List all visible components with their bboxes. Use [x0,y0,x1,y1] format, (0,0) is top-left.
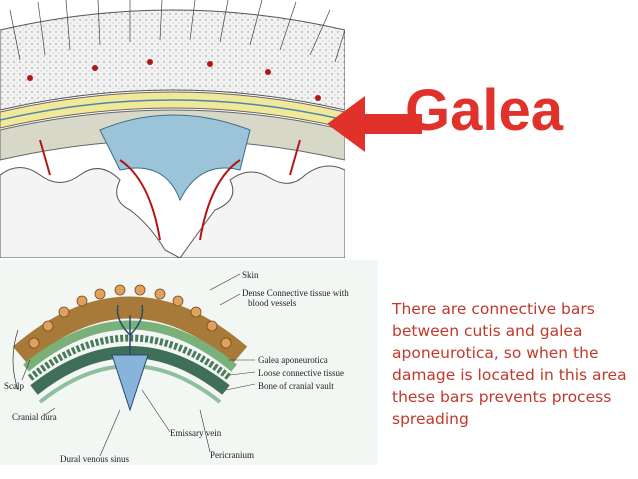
pointer-arrow-icon [327,96,422,152]
galea-aponeurotica-label: Galea aponeurotica [258,355,328,365]
blood-vessels-label: blood vessels [248,298,297,308]
scalp-layers-illustration [0,260,378,465]
scalp-layers-diagram: Skin Dense Connective tissue with blood … [0,260,378,465]
cranial-dura-label: Cranial dura [12,412,57,422]
scalp-label: Scalp [4,381,24,391]
pericranium-label: Pericranium [210,450,254,460]
galea-title: Galea [405,78,563,143]
bone-label: Bone of cranial vault [258,381,334,391]
dural-sinus-label: Dural venous sinus [60,454,129,464]
scalp-cross-section-illustration [0,0,345,258]
dense-connective-label: Dense Connective tissue with [242,288,349,298]
emissary-vein-label: Emissary vein [170,428,222,438]
description-text: There are connective bars between cutis … [392,300,627,428]
skin-label: Skin [242,270,259,280]
loose-connective-label: Loose connective tissue [258,368,344,378]
